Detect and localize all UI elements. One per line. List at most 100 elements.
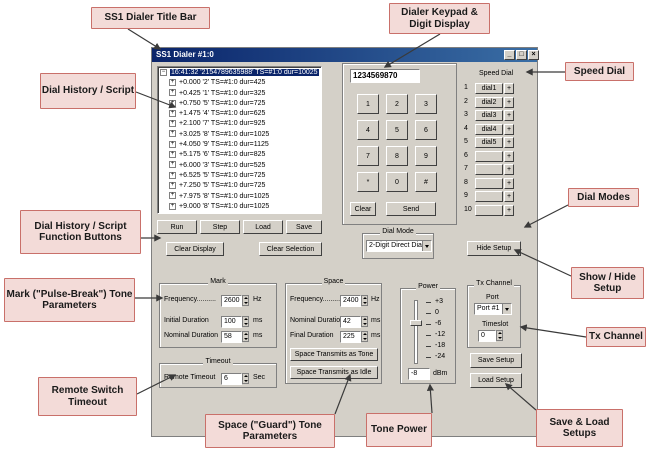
power-slider-thumb[interactable] [410, 320, 422, 326]
mark-nominal-input[interactable]: 58 [221, 331, 242, 343]
speed-dial-button[interactable] [475, 177, 503, 189]
keypad-key[interactable]: 0 [386, 172, 408, 192]
speed-dial-button[interactable]: dial2 [475, 96, 503, 108]
history-item[interactable]: ++6.525 '5' TS=#1:0 dur=725 [169, 171, 266, 179]
power-value-input[interactable]: -8 [408, 368, 430, 380]
speed-dial-add-button[interactable]: + [504, 150, 514, 162]
history-item[interactable]: ++3.025 '8' TS=#1:0 dur=1025 [169, 130, 270, 138]
history-item[interactable]: ++9.000 '8' TS=#1:0 dur=1025 [169, 202, 270, 210]
port-select[interactable]: Port #1 [474, 303, 512, 315]
keypad-key[interactable]: 4 [357, 120, 379, 140]
collapse-icon[interactable]: − [160, 68, 167, 76]
expand-icon[interactable]: + [169, 120, 176, 128]
speed-dial-button[interactable]: dial5 [475, 137, 503, 148]
space-final-spinner[interactable] [361, 331, 368, 342]
send-button[interactable]: Send [386, 202, 436, 216]
speed-dial-button[interactable]: dial4 [475, 123, 503, 135]
save-setup-button[interactable]: Save Setup [470, 353, 522, 368]
speed-dial-button[interactable] [475, 150, 503, 162]
run-button[interactable]: Run [157, 220, 197, 234]
history-item[interactable]: ++6.000 '3' TS=#1:0 dur=525 [169, 161, 266, 169]
space-transmits-tone-button[interactable]: Space Transmits as Tone [290, 348, 378, 361]
keypad-key[interactable]: 8 [386, 146, 408, 166]
remote-timeout-input[interactable]: 6 [221, 373, 242, 385]
expand-icon[interactable]: + [169, 78, 176, 86]
timeslot-spinner[interactable] [496, 330, 503, 341]
dropdown-arrow-icon[interactable] [422, 241, 431, 251]
history-item[interactable]: ++1.475 '4' TS=#1:0 dur=625 [169, 109, 266, 118]
history-item[interactable]: ++7.250 '5' TS=#1:0 dur=725 [169, 181, 266, 190]
window-title-bar[interactable]: SS1 Dialer #1:0 [152, 48, 537, 62]
dropdown-arrow-icon[interactable] [502, 304, 511, 314]
speed-dial-add-button[interactable]: + [504, 110, 514, 121]
keypad-key[interactable]: 1 [357, 94, 379, 114]
expand-icon[interactable]: + [169, 140, 176, 148]
history-item[interactable]: ++0.750 '5' TS=#1:0 dur=725 [169, 99, 266, 107]
mark-nominal-spinner[interactable] [242, 331, 249, 342]
speed-dial-add-button[interactable]: + [504, 204, 514, 216]
speed-dial-button[interactable] [475, 164, 503, 175]
speed-dial-button[interactable] [475, 204, 503, 216]
expand-icon[interactable]: + [169, 99, 176, 107]
load-history-button[interactable]: Load [243, 220, 283, 234]
dial-mode-select[interactable]: 2-Digit Direct Dial [366, 240, 432, 252]
history-root[interactable]: −16:41:32 '2154789635988' TS=#1:0 dur=10… [160, 68, 319, 76]
history-item[interactable]: ++4.050 '9' TS=#1:0 dur=1125 [169, 140, 269, 149]
dial-history-tree[interactable]: −16:41:32 '2154789635988' TS=#1:0 dur=10… [157, 66, 322, 214]
speed-dial-button[interactable] [475, 191, 503, 202]
speed-dial-button[interactable]: dial3 [475, 110, 503, 121]
clear-display-button[interactable]: Clear Display [166, 242, 224, 256]
speed-dial-add-button[interactable]: + [504, 191, 514, 202]
speed-dial-add-button[interactable]: + [504, 137, 514, 148]
remote-timeout-spinner[interactable] [242, 373, 249, 384]
history-item[interactable]: ++0.000 '2' TS=#1:0 dur=425 [169, 78, 266, 87]
expand-icon[interactable]: + [169, 202, 176, 210]
history-item[interactable]: ++7.975 '8' TS=#1:0 dur=1025 [169, 192, 270, 200]
history-item[interactable]: ++5.175 '6' TS=#1:0 dur=825 [169, 151, 266, 159]
maximize-button[interactable]: □ [516, 50, 527, 60]
keypad-key[interactable]: * [357, 172, 379, 192]
expand-icon[interactable]: + [169, 171, 176, 179]
expand-icon[interactable]: + [169, 181, 176, 189]
expand-icon[interactable]: + [169, 192, 176, 200]
expand-icon[interactable]: + [169, 161, 176, 169]
speed-dial-add-button[interactable]: + [504, 96, 514, 108]
expand-icon[interactable]: + [169, 89, 176, 97]
mark-frequency-spinner[interactable] [242, 295, 249, 306]
timeslot-input[interactable]: 0 [478, 330, 496, 342]
expand-icon[interactable]: + [169, 151, 176, 159]
close-button[interactable]: × [528, 50, 539, 60]
space-frequency-input[interactable]: 2400 [340, 295, 361, 307]
speed-dial-button[interactable]: dial1 [475, 83, 503, 94]
keypad-key[interactable]: 6 [415, 120, 437, 140]
mark-initial-spinner[interactable] [242, 316, 249, 327]
keypad-key[interactable]: 3 [415, 94, 437, 114]
expand-icon[interactable]: + [169, 130, 176, 138]
clear-selection-button[interactable]: Clear Selection [259, 242, 322, 256]
keypad-key[interactable]: # [415, 172, 437, 192]
speed-dial-add-button[interactable]: + [504, 177, 514, 189]
expand-icon[interactable]: + [169, 109, 176, 117]
space-frequency-spinner[interactable] [361, 295, 368, 306]
keypad-clear-button[interactable]: Clear [350, 202, 376, 216]
space-nominal-spinner[interactable] [361, 316, 368, 327]
power-slider-track[interactable] [414, 300, 418, 364]
hide-setup-button[interactable]: Hide Setup [467, 241, 521, 256]
load-setup-button[interactable]: Load Setup [470, 373, 522, 388]
step-button[interactable]: Step [200, 220, 240, 234]
keypad-key[interactable]: 7 [357, 146, 379, 166]
minimize-button[interactable]: _ [504, 50, 515, 60]
keypad-key[interactable]: 5 [386, 120, 408, 140]
keypad-key[interactable]: 9 [415, 146, 437, 166]
space-transmits-idle-button[interactable]: Space Transmits as Idle [290, 366, 378, 379]
space-nominal-input[interactable]: 42 [340, 316, 361, 328]
save-history-button[interactable]: Save [286, 220, 322, 234]
history-item[interactable]: ++0.425 '1' TS=#1:0 dur=325 [169, 89, 266, 97]
speed-dial-add-button[interactable]: + [504, 83, 514, 94]
speed-dial-add-button[interactable]: + [504, 123, 514, 135]
mark-frequency-input[interactable]: 2600 [221, 295, 242, 307]
history-item[interactable]: ++2.100 '7' TS=#1:0 dur=925 [169, 120, 266, 128]
mark-initial-input[interactable]: 100 [221, 316, 242, 328]
space-final-input[interactable]: 225 [340, 331, 361, 343]
speed-dial-add-button[interactable]: + [504, 164, 514, 175]
